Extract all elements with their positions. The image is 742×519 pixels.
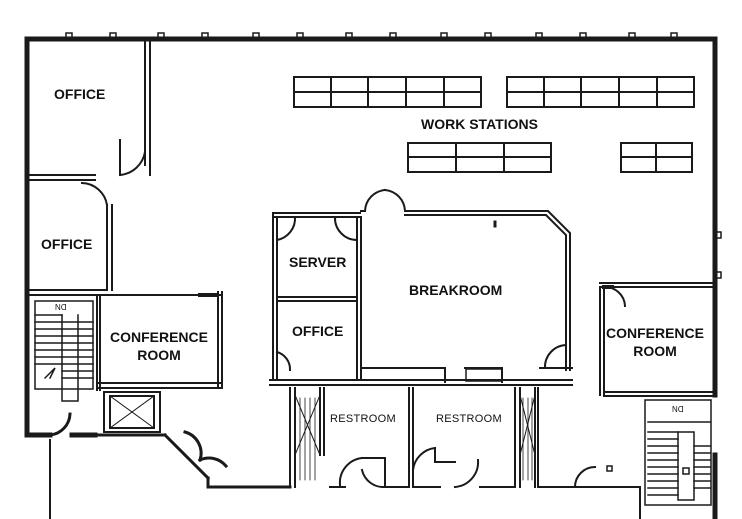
server-office-walls (272, 212, 362, 381)
stairs-left (34, 300, 94, 402)
stairs-right (639, 399, 712, 519)
room-label-restroom-right: RESTROOM (436, 413, 502, 425)
conference-right-line2: ROOM (633, 342, 677, 359)
stairs-left-label: DN (55, 302, 67, 311)
office-top-walls (29, 41, 151, 181)
room-label-office-center: OFFICE (292, 323, 344, 339)
room-label-server: SERVER (289, 254, 347, 270)
room-label-restroom-left: RESTROOM (330, 413, 396, 425)
office-left-walls (29, 181, 223, 296)
conference-right-line1: CONFERENCE (605, 325, 704, 341)
conference-left-line1: CONFERENCE (109, 329, 208, 345)
conference-left-walls (96, 291, 223, 391)
top-wall-mullions (65, 32, 722, 279)
room-label-work-stations: WORK STATIONS (421, 116, 538, 132)
room-label-office-top: OFFICE (54, 86, 106, 102)
fixtures (465, 368, 690, 475)
conference-right-walls (599, 282, 713, 397)
room-label-conference-right: CONFERENCE ROOM (605, 325, 705, 360)
stairs-right-label: DN (672, 404, 684, 413)
elevator (103, 391, 161, 433)
work-stations (293, 76, 695, 173)
exterior-walls (24, 36, 718, 519)
room-label-breakroom: BREAKROOM (409, 282, 503, 298)
restroom-walls (289, 387, 641, 489)
conference-left-line2: ROOM (137, 346, 181, 363)
room-label-office-left: OFFICE (41, 236, 93, 252)
room-label-conference-left: CONFERENCE ROOM (104, 329, 214, 364)
entrance-walls (48, 412, 292, 519)
